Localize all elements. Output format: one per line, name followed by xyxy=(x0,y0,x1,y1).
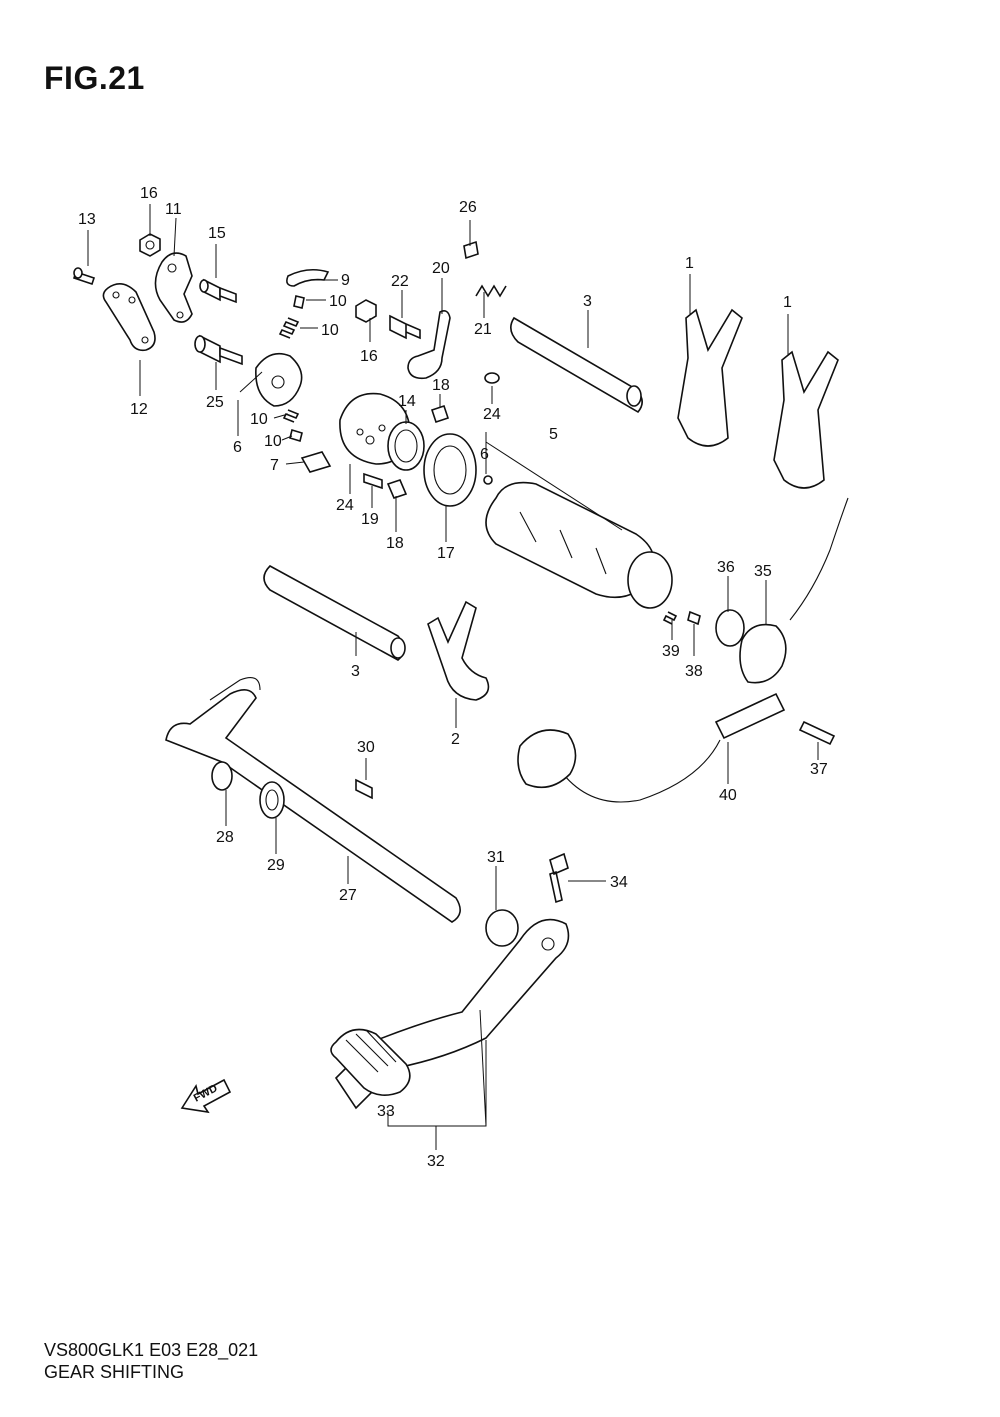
pin-9 xyxy=(293,295,305,309)
cam-6 xyxy=(255,352,303,407)
callout-5: 6 xyxy=(480,446,489,463)
spring-10 xyxy=(278,317,300,339)
bolt-26 xyxy=(463,240,479,260)
switch-35 xyxy=(739,497,849,684)
callout-16b: 16 xyxy=(360,348,378,365)
callout-14: 14 xyxy=(398,393,416,410)
shift-shaft-27 xyxy=(165,677,461,923)
callout-23: 24 xyxy=(483,406,501,423)
callout-11: 11 xyxy=(165,201,182,218)
callout-34: 34 xyxy=(610,874,628,891)
callout-24: 24 xyxy=(336,497,354,514)
spring-39 xyxy=(662,611,678,625)
callout-3-bottom: 3 xyxy=(351,663,360,680)
callout-31: 31 xyxy=(487,849,505,866)
leader-lines xyxy=(87,204,819,1150)
callout-7: 7 xyxy=(270,457,279,474)
rubber-33 xyxy=(330,1028,411,1096)
bolt-19 xyxy=(363,472,383,490)
callout-36: 36 xyxy=(717,559,735,576)
callout-13: 13 xyxy=(78,211,96,228)
plate-12 xyxy=(102,283,156,352)
callout-4: 5 xyxy=(549,426,558,443)
screw-13 xyxy=(72,267,96,286)
callout-1a: 1 xyxy=(685,255,694,272)
callout-6: 6 xyxy=(233,439,242,456)
callout-20: 20 xyxy=(432,260,450,277)
nut-16 xyxy=(355,299,377,323)
callout-22: 22 xyxy=(391,273,409,290)
callout-18b: 18 xyxy=(386,535,404,552)
boot-40 xyxy=(517,729,577,789)
callout-27: 27 xyxy=(339,887,357,904)
pin-38 xyxy=(687,610,701,626)
oil-seal-28 xyxy=(211,761,233,791)
bolt-22 xyxy=(389,314,421,340)
callout-30: 30 xyxy=(357,739,375,756)
callout-10b: 10 xyxy=(250,411,268,428)
callout-labels: 13 16 11 15 9 10 10 12 25 10 6 10 7 26 2… xyxy=(78,185,828,1170)
bearing-17 xyxy=(423,433,477,507)
pawl-8 xyxy=(286,268,330,287)
callout-29: 29 xyxy=(267,857,285,874)
callout-26: 26 xyxy=(459,199,477,216)
callout-38: 38 xyxy=(685,663,703,680)
fwd-arrow-icon: FWD xyxy=(180,1078,232,1114)
callout-3-top: 3 xyxy=(583,293,592,310)
plate-18 xyxy=(430,404,450,424)
pin-9b xyxy=(289,428,303,443)
callout-8: 9 xyxy=(341,272,350,289)
bolt-25 xyxy=(194,334,243,366)
callout-40: 40 xyxy=(719,787,737,804)
callout-10: 10 xyxy=(321,322,339,339)
screw-37 xyxy=(798,720,836,746)
callout-9b: 10 xyxy=(264,433,282,450)
callout-21: 21 xyxy=(474,321,492,338)
callout-39: 39 xyxy=(662,643,680,660)
shaft-3-bottom xyxy=(263,565,406,661)
pawl-7 xyxy=(300,451,332,473)
pin-5 xyxy=(483,475,493,485)
fork-2 xyxy=(427,600,490,701)
callout-2: 2 xyxy=(451,731,460,748)
bolt-15 xyxy=(199,278,237,304)
bearing-31 xyxy=(485,909,519,947)
spring-29 xyxy=(259,781,285,819)
callout-33: 33 xyxy=(377,1103,395,1120)
bolt-34 xyxy=(549,852,569,904)
nut-16-top xyxy=(139,233,161,257)
callout-1b: 1 xyxy=(783,294,792,311)
bolt-30 xyxy=(355,778,373,800)
washer-14 xyxy=(387,421,425,471)
model-code: VS800GLK1 E03 E28_021 xyxy=(44,1340,259,1360)
plate-18b xyxy=(386,479,408,499)
callout-19: 19 xyxy=(361,511,379,528)
clamp-40 xyxy=(559,692,786,803)
callout-15: 15 xyxy=(208,225,226,242)
stopper-plate-11 xyxy=(154,252,193,323)
callout-35: 35 xyxy=(754,563,772,580)
fork-1a xyxy=(677,308,743,447)
lever-20 xyxy=(407,310,451,380)
callout-32: 32 xyxy=(427,1153,445,1170)
shift-drum-4 xyxy=(485,481,673,609)
callout-18: 18 xyxy=(432,377,450,394)
callout-16: 16 xyxy=(140,185,158,202)
callout-12: 12 xyxy=(130,401,148,418)
callout-9: 10 xyxy=(329,293,347,310)
callout-17: 17 xyxy=(437,545,455,562)
callout-25: 25 xyxy=(206,394,224,411)
figure-title: FIG.21 xyxy=(44,60,145,96)
o-ring-36 xyxy=(715,609,745,647)
callout-28: 28 xyxy=(216,829,234,846)
spring-21 xyxy=(475,284,507,298)
shaft-3-top xyxy=(510,316,643,414)
washer-23 xyxy=(484,372,500,384)
spring-10b xyxy=(282,409,300,423)
callout-37: 37 xyxy=(810,761,828,778)
figure-caption: GEAR SHIFTING xyxy=(44,1362,185,1382)
fork-1b xyxy=(773,350,839,489)
